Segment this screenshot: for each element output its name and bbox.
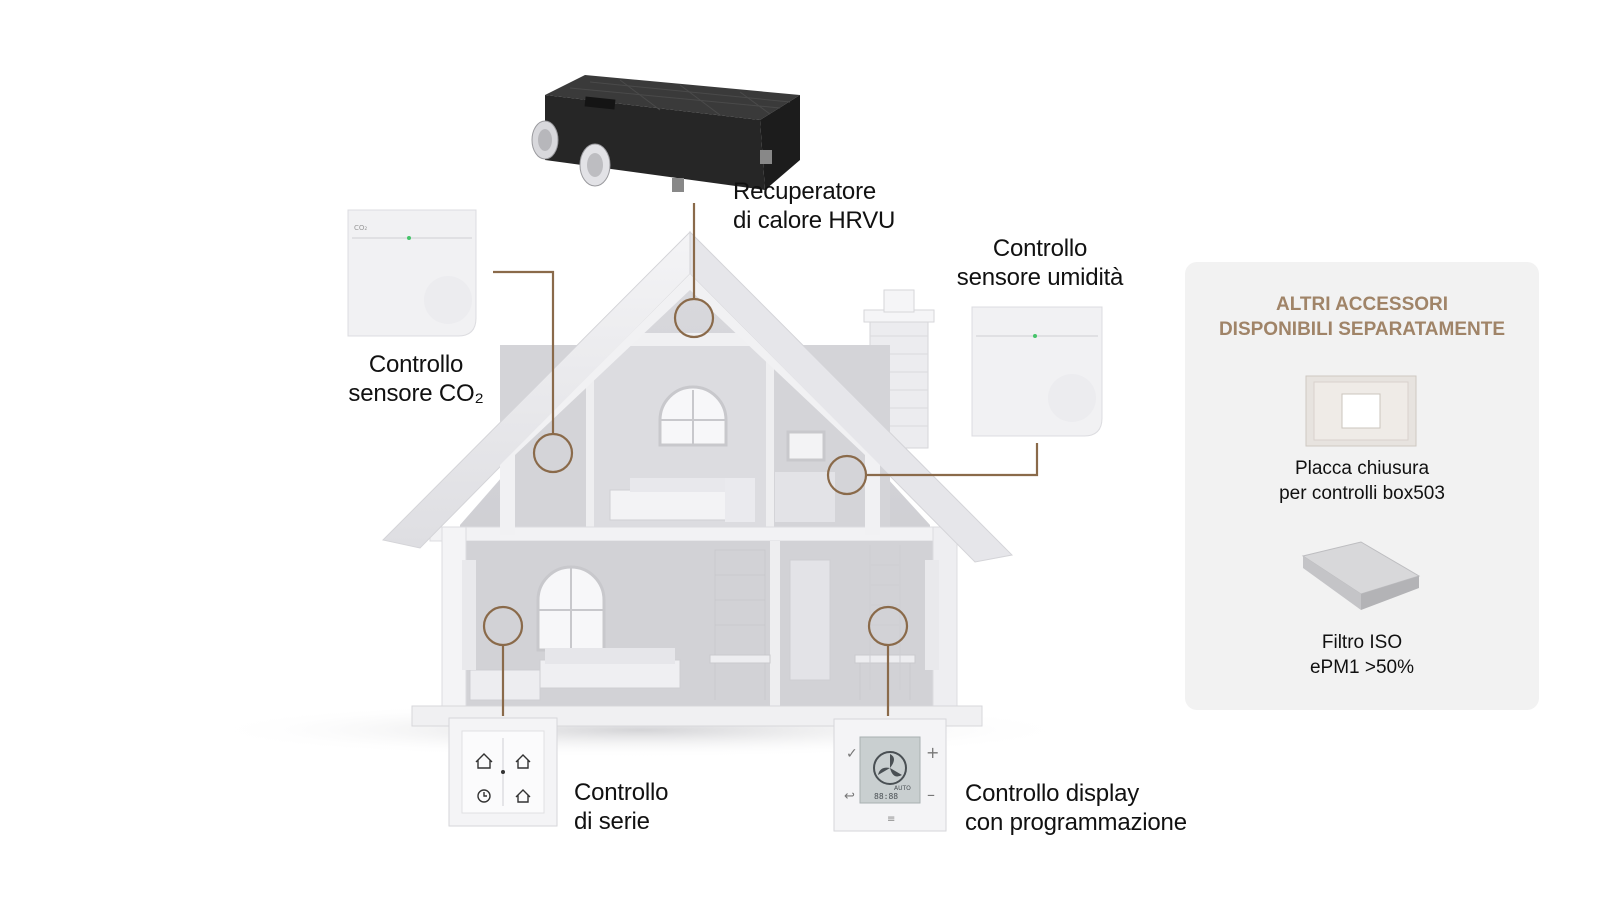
humidity-sensor-device [971,306,1103,437]
label-co2-line1: Controllo [368,351,464,378]
upper-window [658,385,728,447]
accessories-title-line1: ALTRI ACCESSORI [1275,294,1449,315]
label-display: Controllo display con programmazione [965,779,1187,837]
sofa [469,648,681,701]
roof [381,230,1014,563]
marker-hrvu [673,297,715,339]
ground-window [536,565,606,652]
svg-text:CO₂: CO₂ [354,224,367,232]
connector-co2 [493,270,555,434]
label-series-line2: di serie [574,808,650,835]
label-co2: Controllo sensore CO₂ [336,350,496,408]
svg-text:↩: ↩ [844,789,855,804]
display-mode-text: AUTO [894,785,911,792]
svg-text:–: – [927,785,935,804]
label-display-line2: con programmazione [965,809,1187,836]
svg-text:≡: ≡ [887,814,895,825]
series-control-device [448,717,558,827]
accessory-filter-line2: ePM1 >50% [1309,657,1415,678]
dining-table [709,654,916,700]
marker-series [482,605,524,647]
label-hrvu: Recuperatore di calore HRVU [733,177,895,235]
co2-sensor-device: CO₂ [347,209,477,337]
hrvu-unit-image [531,75,800,192]
svg-text:+: + [926,743,939,762]
bed [609,478,755,522]
label-hrvu-line2: di calore HRVU [733,207,896,234]
label-humidity: Controllo sensore umidità [930,234,1150,292]
marker-co2 [532,432,574,474]
label-display-line1: Controllo display [965,780,1140,807]
accessories-title: ALTRI ACCESSORI DISPONIBILI SEPARATAMENT… [1185,292,1539,342]
label-hrvu-line1: Recuperatore [733,178,877,205]
label-humidity-line2: sensore umidità [956,264,1124,291]
accessory-cover-plate-line2: per controlli box503 [1279,483,1445,504]
label-humidity-line1: Controllo [992,235,1088,262]
accessory-cover-plate-line1: Placca chiusura [1294,458,1430,479]
house [381,230,1014,727]
label-series-line1: Controllo [574,779,669,806]
accessory-filter-line1: Filtro ISO [1321,632,1403,653]
connector-humidity [866,443,1039,477]
display-clock-text: 88:88 [874,792,898,801]
accessories-panel: ALTRI ACCESSORI DISPONIBILI SEPARATAMENT… [1185,262,1539,710]
accessory-cover-plate-label: Placca chiusura per controlli box503 [1185,456,1539,506]
accessory-filter-label: Filtro ISO ePM1 >50% [1185,630,1539,680]
marker-display [867,605,909,647]
connectors [482,203,1039,716]
label-series: Controllo di serie [574,778,668,836]
cover-plate-image [1305,375,1417,447]
accessories-title-line2: DISPONIBILI SEPARATAMENTE [1218,319,1506,340]
display-control-device: ✓ + ↩ – ≡ AUTO 88:88 [833,718,947,832]
svg-text:✓: ✓ [846,746,858,762]
filter-image [1301,541,1421,610]
label-co2-line2: sensore CO₂ [348,380,484,407]
marker-humidity [826,454,868,496]
